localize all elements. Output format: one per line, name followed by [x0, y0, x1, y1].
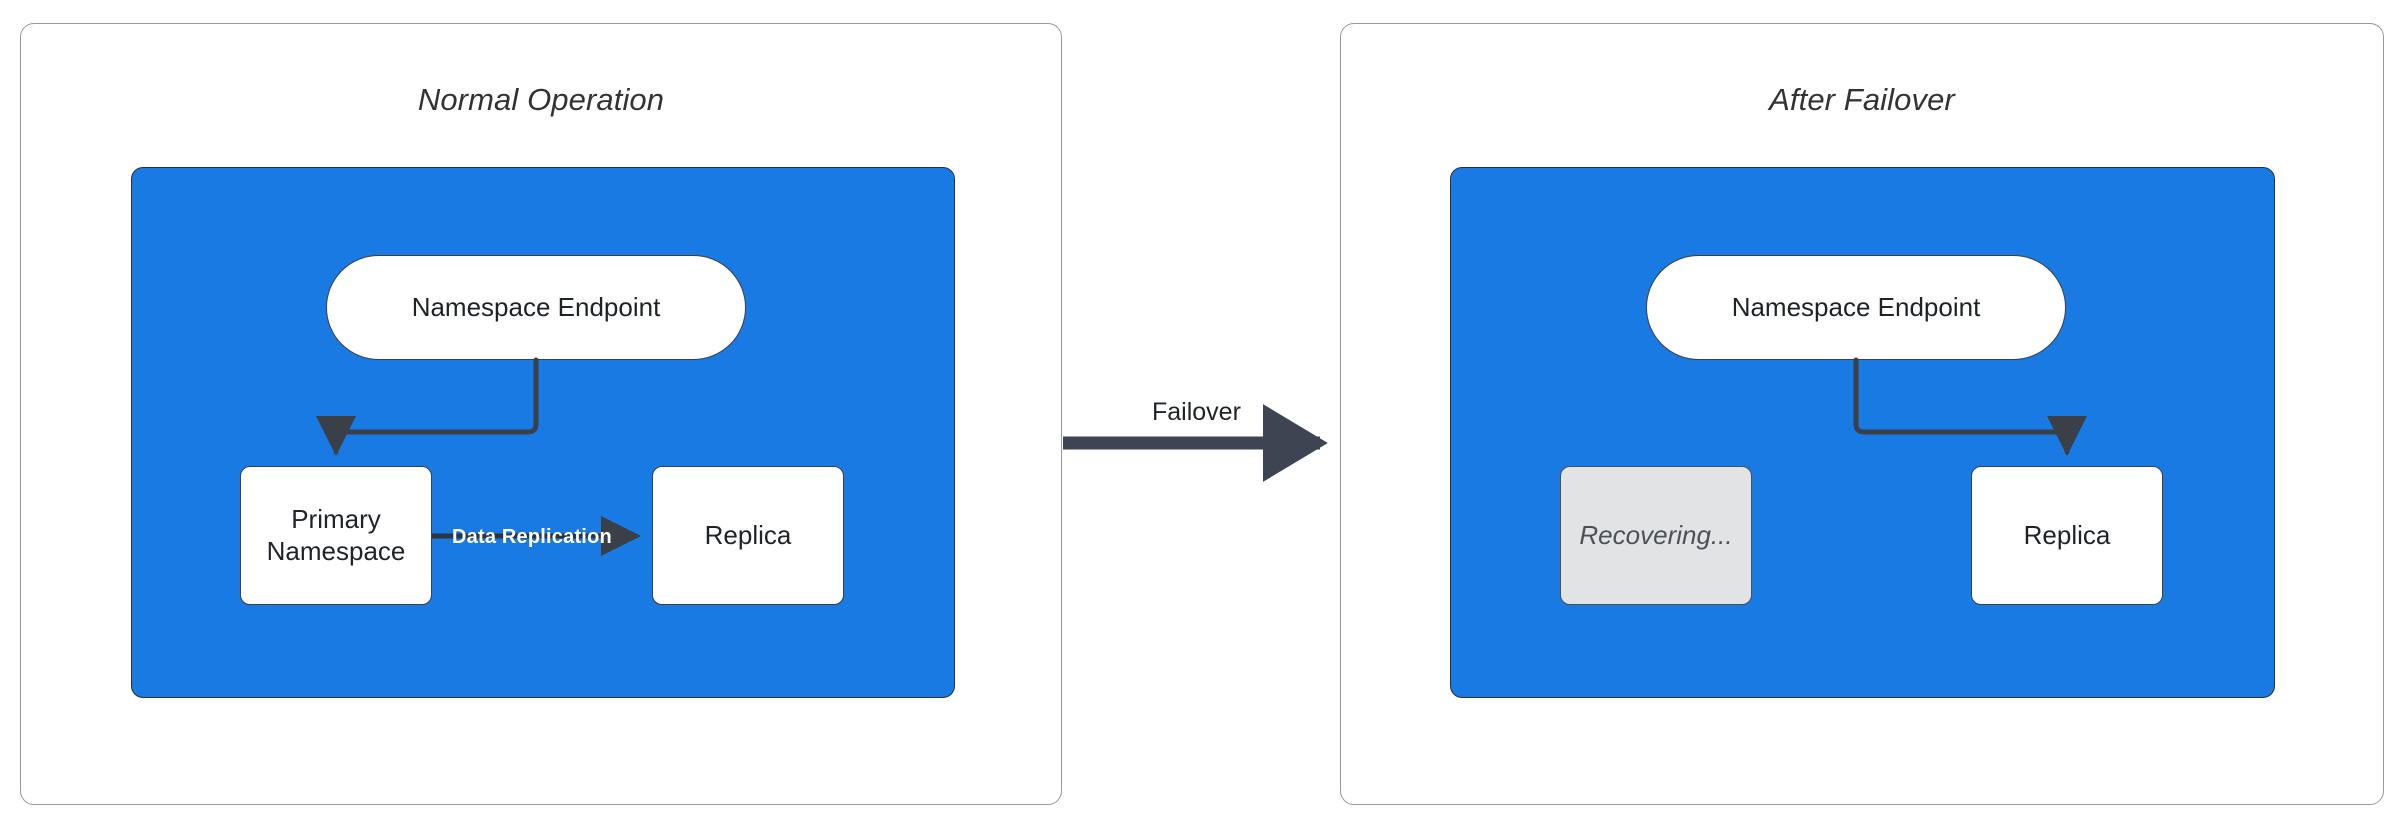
- node-replica-left[interactable]: Replica: [652, 466, 844, 605]
- panel-title-normal-operation: Normal Operation: [417, 82, 665, 117]
- node-primary-namespace-line1: Primary: [291, 503, 381, 534]
- node-primary-namespace-line2: Namespace: [266, 535, 406, 566]
- node-primary-namespace[interactable]: Primary Namespace: [240, 466, 432, 605]
- panel-title-after-failover: After Failover: [1769, 82, 1955, 117]
- node-replica-right[interactable]: Replica: [1971, 466, 2163, 605]
- node-namespace-endpoint-right[interactable]: Namespace Endpoint: [1646, 255, 2066, 360]
- zone-after-failover: [1450, 167, 2275, 698]
- node-primary-namespace-label: Primary Namespace: [267, 504, 406, 567]
- zone-normal-operation: [131, 167, 955, 698]
- node-recovering[interactable]: Recovering...: [1560, 466, 1752, 605]
- edge-label-data-replication: Data Replication: [452, 526, 612, 548]
- edge-label-failover: Failover: [1152, 398, 1241, 426]
- node-namespace-endpoint-left[interactable]: Namespace Endpoint: [326, 255, 746, 360]
